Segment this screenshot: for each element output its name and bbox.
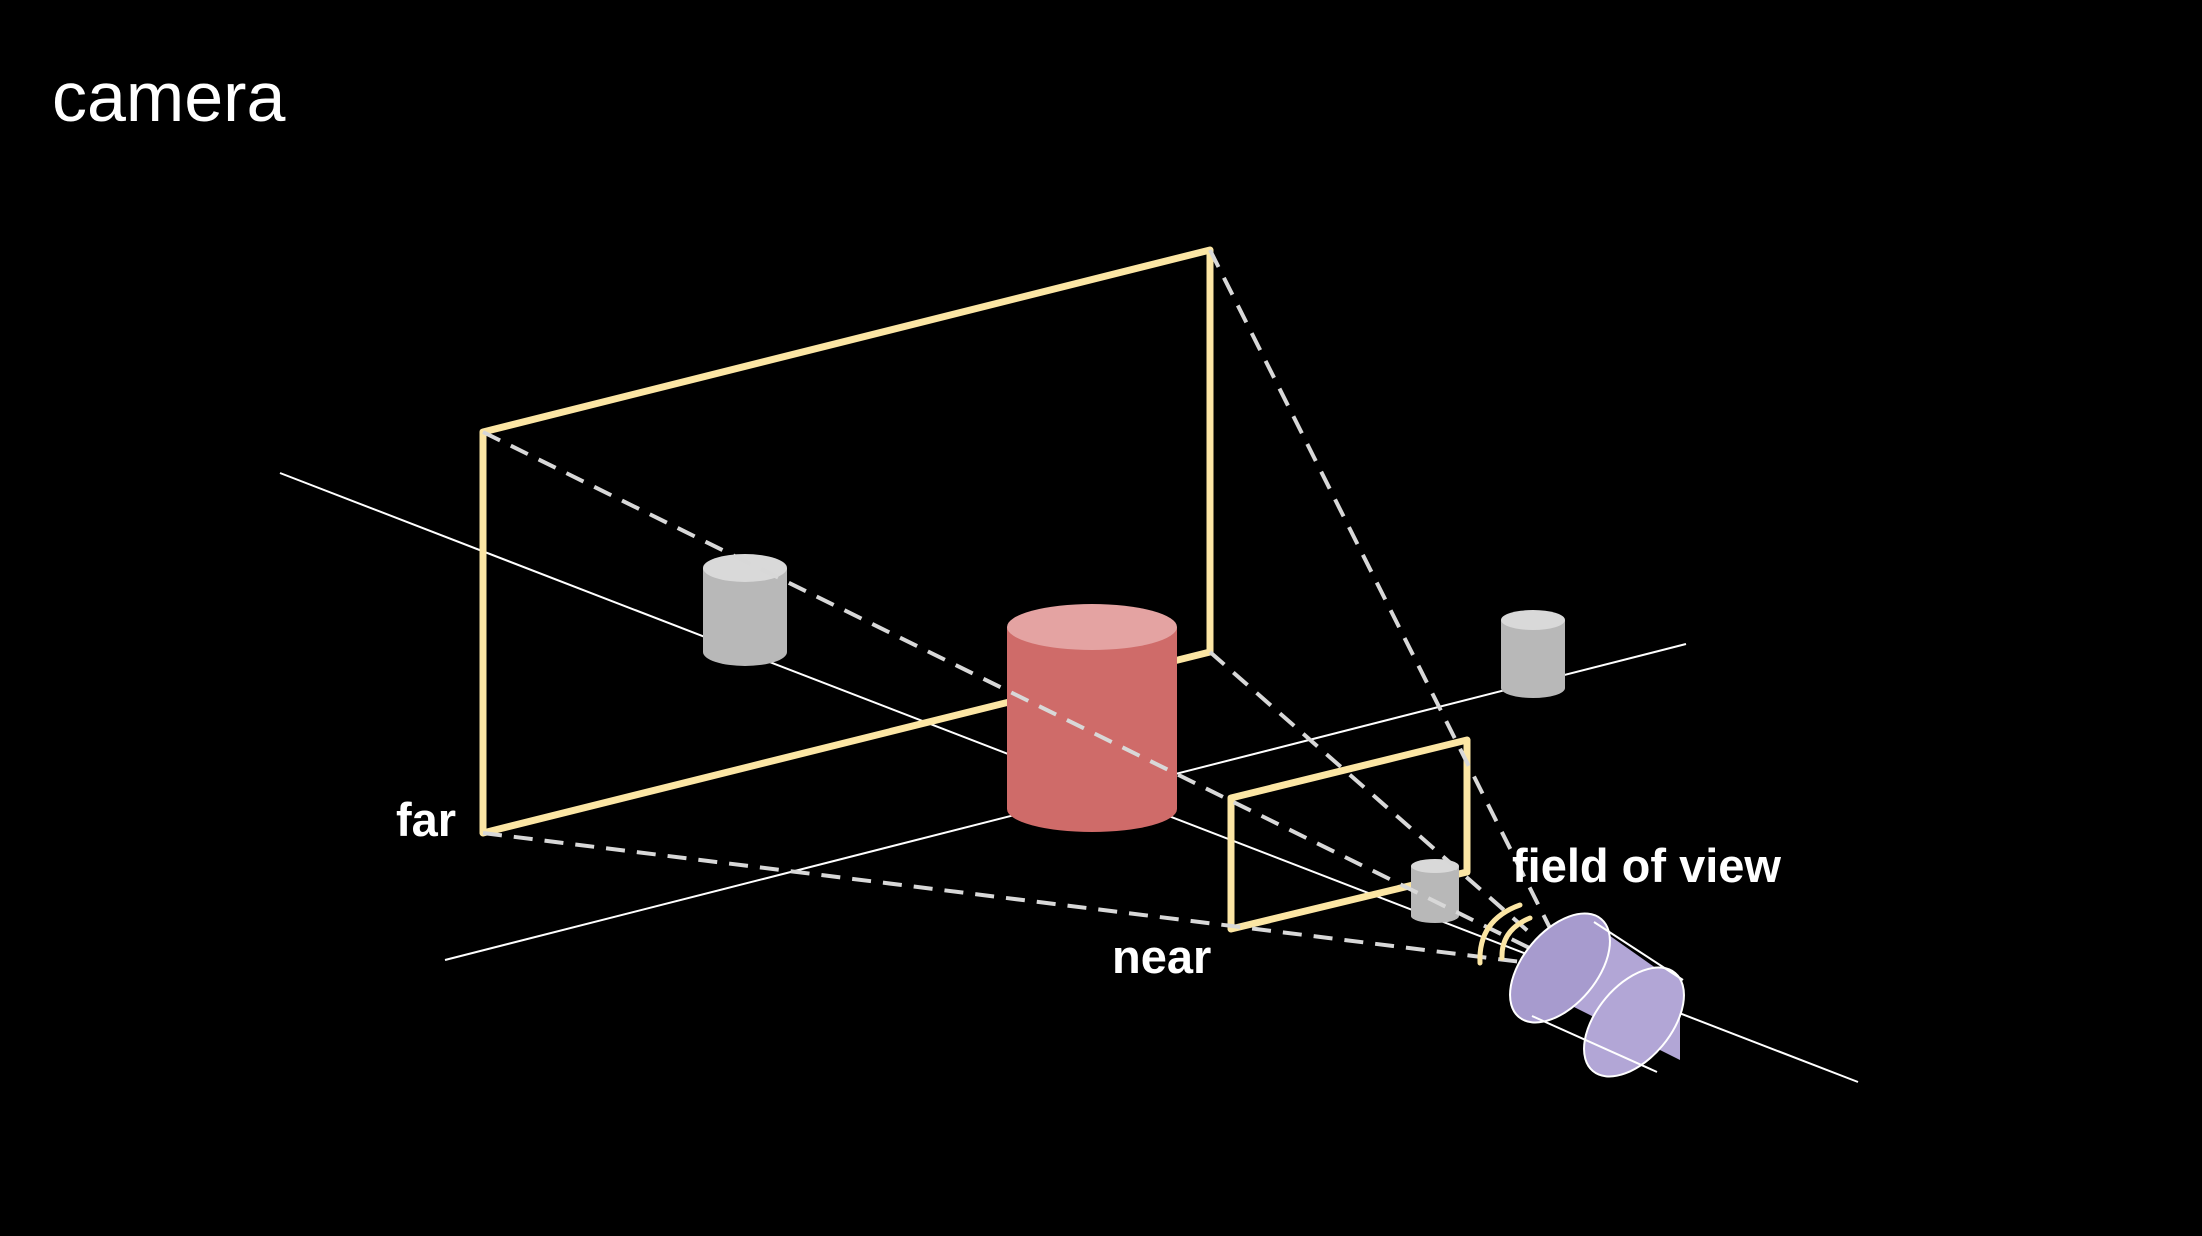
object-cylinder-target (1007, 604, 1177, 832)
object-cylinder-left (703, 554, 787, 666)
fov-arc-icon (1477, 902, 1533, 966)
near-label: near (1112, 930, 1211, 983)
frustum-guide-lines (482, 249, 1572, 970)
fov-label: field of view (1512, 839, 1781, 892)
camera-body-icon (1509, 912, 1685, 1078)
object-cylinder-right (1501, 610, 1565, 698)
far-label: far (396, 793, 456, 846)
page-title: camera (52, 58, 286, 136)
near-plane (1227, 736, 1471, 933)
